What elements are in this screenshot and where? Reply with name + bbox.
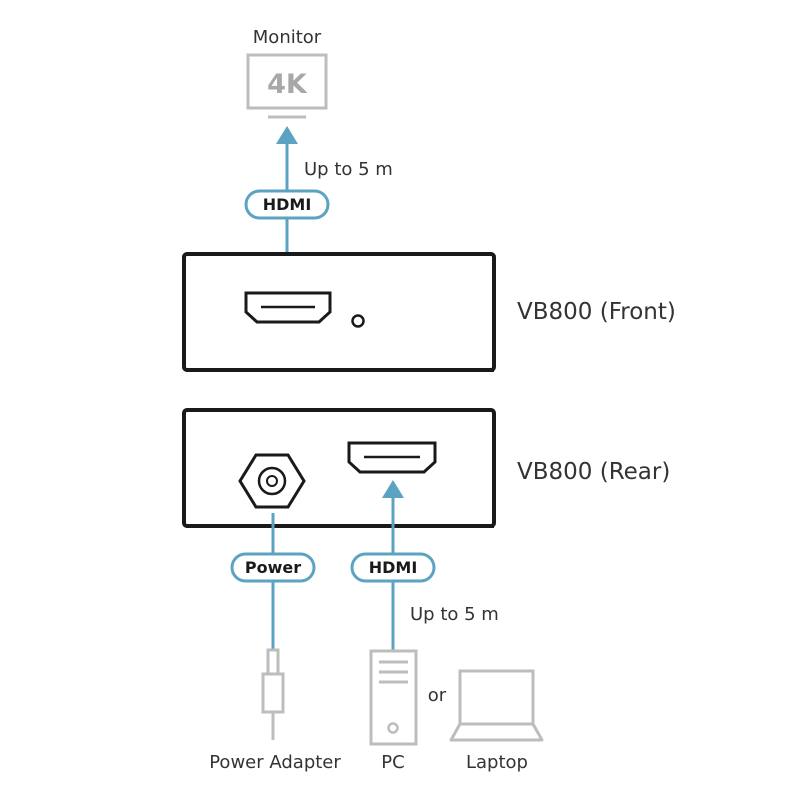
pc-icon [369,649,418,746]
monitor-icon [246,53,328,119]
rear-unit [182,408,496,528]
power-badge-label: Power [245,558,301,577]
power-badge: Power [230,552,316,583]
monitor-resolution: 4K [267,69,308,100]
laptop-label: Laptop [466,752,528,773]
hdmi-badge-bottom-label: HDMI [369,558,418,577]
front-unit [182,252,496,372]
led-indicator-icon [351,314,365,328]
top-distance-label: Up to 5 m [304,159,393,180]
power-jack-icon [238,453,306,509]
monitor-label: Monitor [253,27,322,48]
laptop-icon [449,669,544,742]
pc-label: PC [381,752,404,773]
power-adapter-label: Power Adapter [209,752,341,773]
hdmi-port-rear-icon [347,441,437,474]
bottom-distance-label: Up to 5 m [410,604,499,625]
front-unit-label: VB800 (Front) [517,299,676,325]
power-adapter-icon [261,648,285,740]
hdmi-badge-bottom: HDMI [350,552,436,583]
rear-unit-label: VB800 (Rear) [517,459,670,485]
hdmi-badge-top: HDMI [244,189,330,220]
or-label: or [428,685,447,706]
hdmi-port-front-icon [244,291,332,324]
hdmi-badge-top-label: HDMI [263,195,312,214]
